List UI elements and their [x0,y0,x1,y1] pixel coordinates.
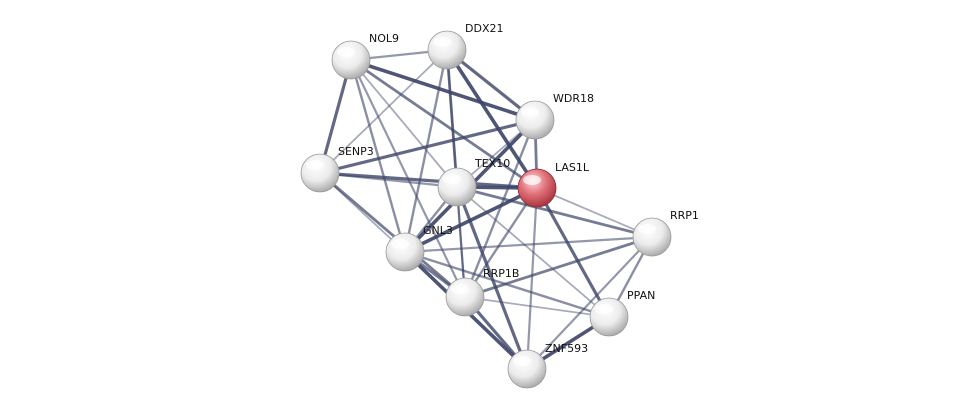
node-label-nol9: NOL9 [369,32,399,45]
edge-ddx21-las1l [445,48,539,190]
node-label-rrp1: RRP1 [670,209,699,222]
node-ppan[interactable]: PPAN [589,289,655,337]
node-las1l[interactable]: LAS1L [517,161,590,208]
node-label-las1l: LAS1L [555,161,590,174]
node-ddx21[interactable]: DDX21 [427,22,503,70]
edge-senp3-rrp1b [318,171,467,299]
node-circle-las1l[interactable] [517,168,557,208]
edge-senp3-las1l [318,171,539,190]
edge-gnl3-rrp1 [403,235,654,254]
node-label-ppan: PPAN [627,289,655,302]
edge-tex10-rrp1 [455,185,654,239]
node-label-senp3: SENP3 [338,145,374,158]
node-circle-wdr18[interactable] [515,100,555,140]
node-label-wdr18: WDR18 [553,92,594,105]
node-highlight-wdr18 [521,107,539,117]
node-highlight-rrp1 [638,224,656,234]
node-wdr18[interactable]: WDR18 [515,92,594,140]
edge-las1l-rrp1b [463,186,539,299]
node-circle-rrp1[interactable] [632,217,672,257]
node-circle-rrp1b[interactable] [445,277,485,317]
node-highlight-senp3 [306,160,324,170]
node-tex10[interactable]: TEX10 [437,157,510,207]
node-gnl3[interactable]: GNL3 [385,224,453,272]
node-circle-znf593[interactable] [507,349,547,389]
node-highlight-gnl3 [391,239,409,249]
edge-ddx21-senp3 [319,49,448,174]
node-highlight-las1l [523,175,541,185]
node-highlight-ppan [595,304,613,314]
node-label-znf593: ZNF593 [545,342,588,355]
edge-wdr18-rrp1b [463,118,537,299]
node-highlight-tex10 [443,174,461,184]
node-circle-gnl3[interactable] [385,232,425,272]
edge-nol9-wdr18 [349,58,537,122]
node-highlight-nol9 [337,47,355,57]
edge-rrp1b-rrp1 [463,235,654,299]
node-circle-tex10[interactable] [437,167,477,207]
node-circle-senp3[interactable] [300,153,340,193]
node-rrp1[interactable]: RRP1 [632,209,699,257]
edge-wdr18-senp3 [318,118,537,175]
node-circle-nol9[interactable] [331,40,371,80]
node-senp3[interactable]: SENP3 [300,145,374,193]
edge-las1l-znf593 [525,186,539,371]
node-highlight-rrp1b [451,284,469,294]
node-label-rrp1b: RRP1B [483,267,519,280]
edge-nol9-tex10 [350,59,458,188]
edge-nol9-las1l [349,58,539,190]
node-label-gnl3: GNL3 [423,224,453,237]
node-nol9[interactable]: NOL9 [331,32,399,80]
edge-las1l-gnl3 [403,186,539,254]
edge-las1l-rrp1 [536,187,653,238]
node-highlight-znf593 [513,356,531,366]
edge-ddx21-gnl3 [403,48,449,254]
node-circle-ddx21[interactable] [427,30,467,70]
node-znf593[interactable]: ZNF593 [507,342,588,389]
edge-rrp1b-ppan [464,296,610,318]
node-highlight-ddx21 [433,37,451,47]
node-rrp1b[interactable]: RRP1B [445,267,519,317]
edge-znf593-rrp1 [525,235,654,371]
edge-nol9-gnl3 [349,58,407,254]
node-circle-ppan[interactable] [589,297,629,337]
edge-tex10-znf593 [455,185,529,371]
node-label-ddx21: DDX21 [465,22,503,35]
edge-nol9-senp3 [318,58,353,175]
node-label-tex10: TEX10 [474,157,510,170]
